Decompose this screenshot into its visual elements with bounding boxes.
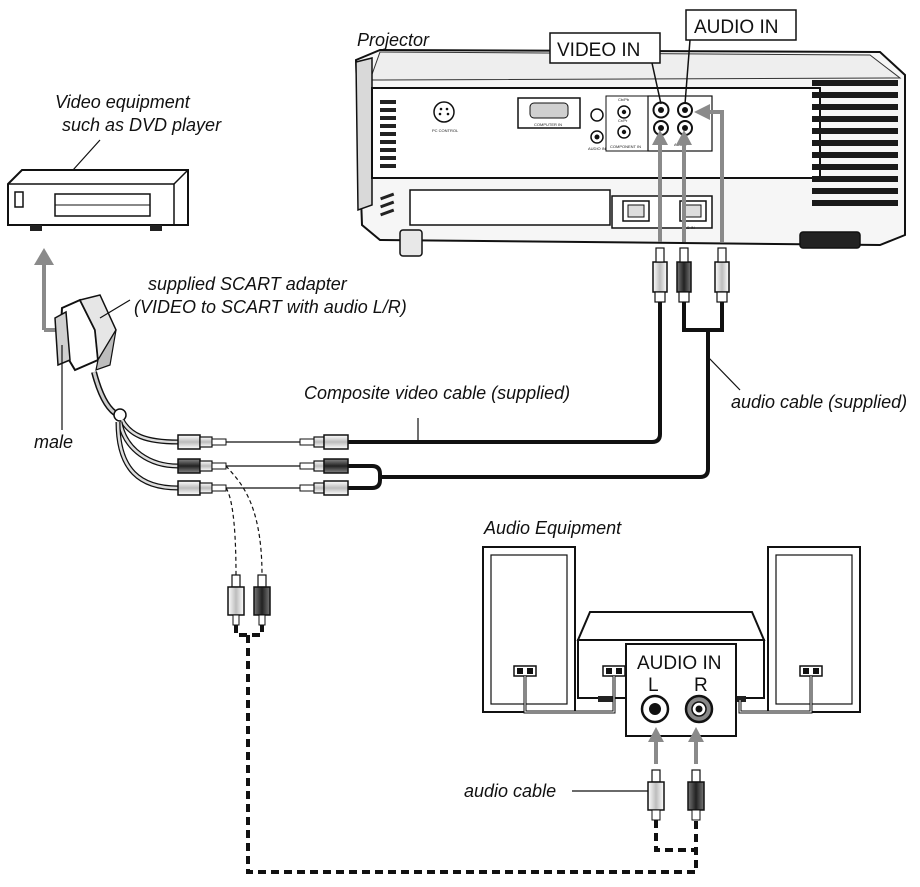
composite-cable-label: Composite video cable (supplied) [304, 383, 570, 403]
dashed-audio-leads [225, 465, 698, 874]
composite-cable-plugs [299, 434, 349, 496]
right-channel-label: R [694, 675, 708, 696]
audio-in-mini-label: AUDIO IN [588, 146, 606, 151]
cb-pb-label: Cb/Pb [618, 97, 630, 102]
cr-pr-label: Cr/Pr [618, 118, 628, 123]
projector-label: Projector [357, 30, 430, 50]
audio-equipment-label: Audio Equipment [483, 518, 622, 538]
video-equipment-label-1: Video equipment [55, 92, 191, 112]
scart-adapter [54, 294, 227, 496]
video-in-callout: VIDEO IN [549, 32, 662, 105]
audio-cable-supplied [348, 330, 710, 490]
component-in-label: COMPONENT IN [610, 144, 641, 149]
audio-cable-supplied-label: audio cable (supplied) [731, 392, 907, 412]
ac-in-label: AC IN~ [684, 225, 698, 230]
left-channel-label: L [648, 675, 659, 696]
audio-cable-label: audio cable [464, 781, 556, 801]
projector-insert-arrows [658, 110, 724, 242]
video-equipment: Video equipment such as DVD player [7, 92, 222, 231]
composite-video-cable [348, 300, 662, 444]
audio-equipment-plugs [647, 769, 705, 821]
video-equipment-label-2: such as DVD player [62, 115, 222, 135]
projector: PC CONTROL COMPUTER IN AUDIO IN Cb/Pb Cr… [354, 48, 906, 257]
pc-control-label: PC CONTROL [432, 128, 459, 133]
audio-in-top-label: AUDIO IN [694, 17, 778, 38]
computer-in-label: COMPUTER IN [534, 122, 562, 127]
male-label: male [34, 432, 73, 452]
audio-equipment: Audio Equipment AUDIO IN L R [482, 518, 861, 737]
audio-in-top-callout: AUDIO IN [684, 9, 797, 105]
scart-label-1: supplied SCART adapter [148, 274, 348, 294]
audio-in-panel-label: AUDIO IN [637, 653, 721, 674]
audio-equipment-insert-arrows [648, 727, 704, 764]
projector-plugs [652, 247, 730, 303]
scart-label-2: (VIDEO to SCART with audio L/R) [134, 297, 407, 317]
video-in-label: VIDEO IN [557, 40, 640, 61]
